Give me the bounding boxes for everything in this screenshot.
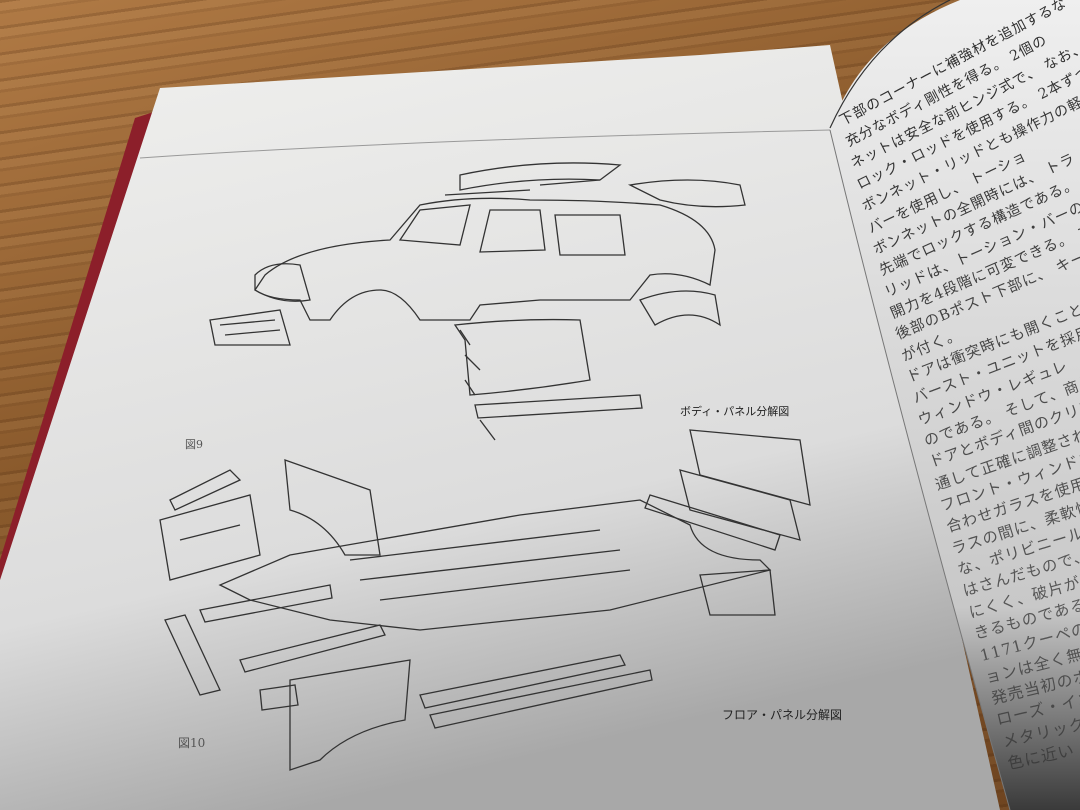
right-page — [830, 0, 1080, 810]
figure-9-label: 図9 — [185, 438, 203, 451]
body-panel-diagram — [209, 162, 746, 441]
left-page — [0, 45, 1000, 810]
figure-9-caption: ボディ・パネル分解図 — [680, 405, 790, 418]
figure-10-label: 図10 — [178, 736, 206, 750]
page-top-fold — [139, 129, 831, 159]
figure-10-caption: フロア・パネル分解図 — [722, 708, 843, 722]
right-page-edge-line — [829, 0, 951, 129]
floor-panel-diagram — [159, 429, 811, 771]
